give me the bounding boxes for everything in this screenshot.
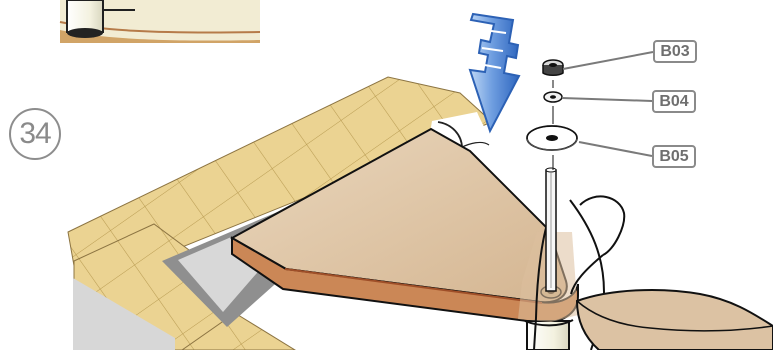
large-washer-b05	[527, 126, 577, 150]
part-label-b03: B03	[653, 40, 697, 63]
hardware-stack	[527, 60, 577, 170]
inset-detail	[60, 0, 260, 43]
nut-b03	[543, 60, 563, 75]
threaded-rod	[546, 168, 556, 291]
step-number: 34	[9, 108, 61, 160]
washer-b04	[544, 92, 562, 102]
part-label-b05: B05	[652, 145, 696, 168]
rear-shelf	[577, 290, 773, 350]
part-label-b04: B04	[652, 90, 696, 113]
